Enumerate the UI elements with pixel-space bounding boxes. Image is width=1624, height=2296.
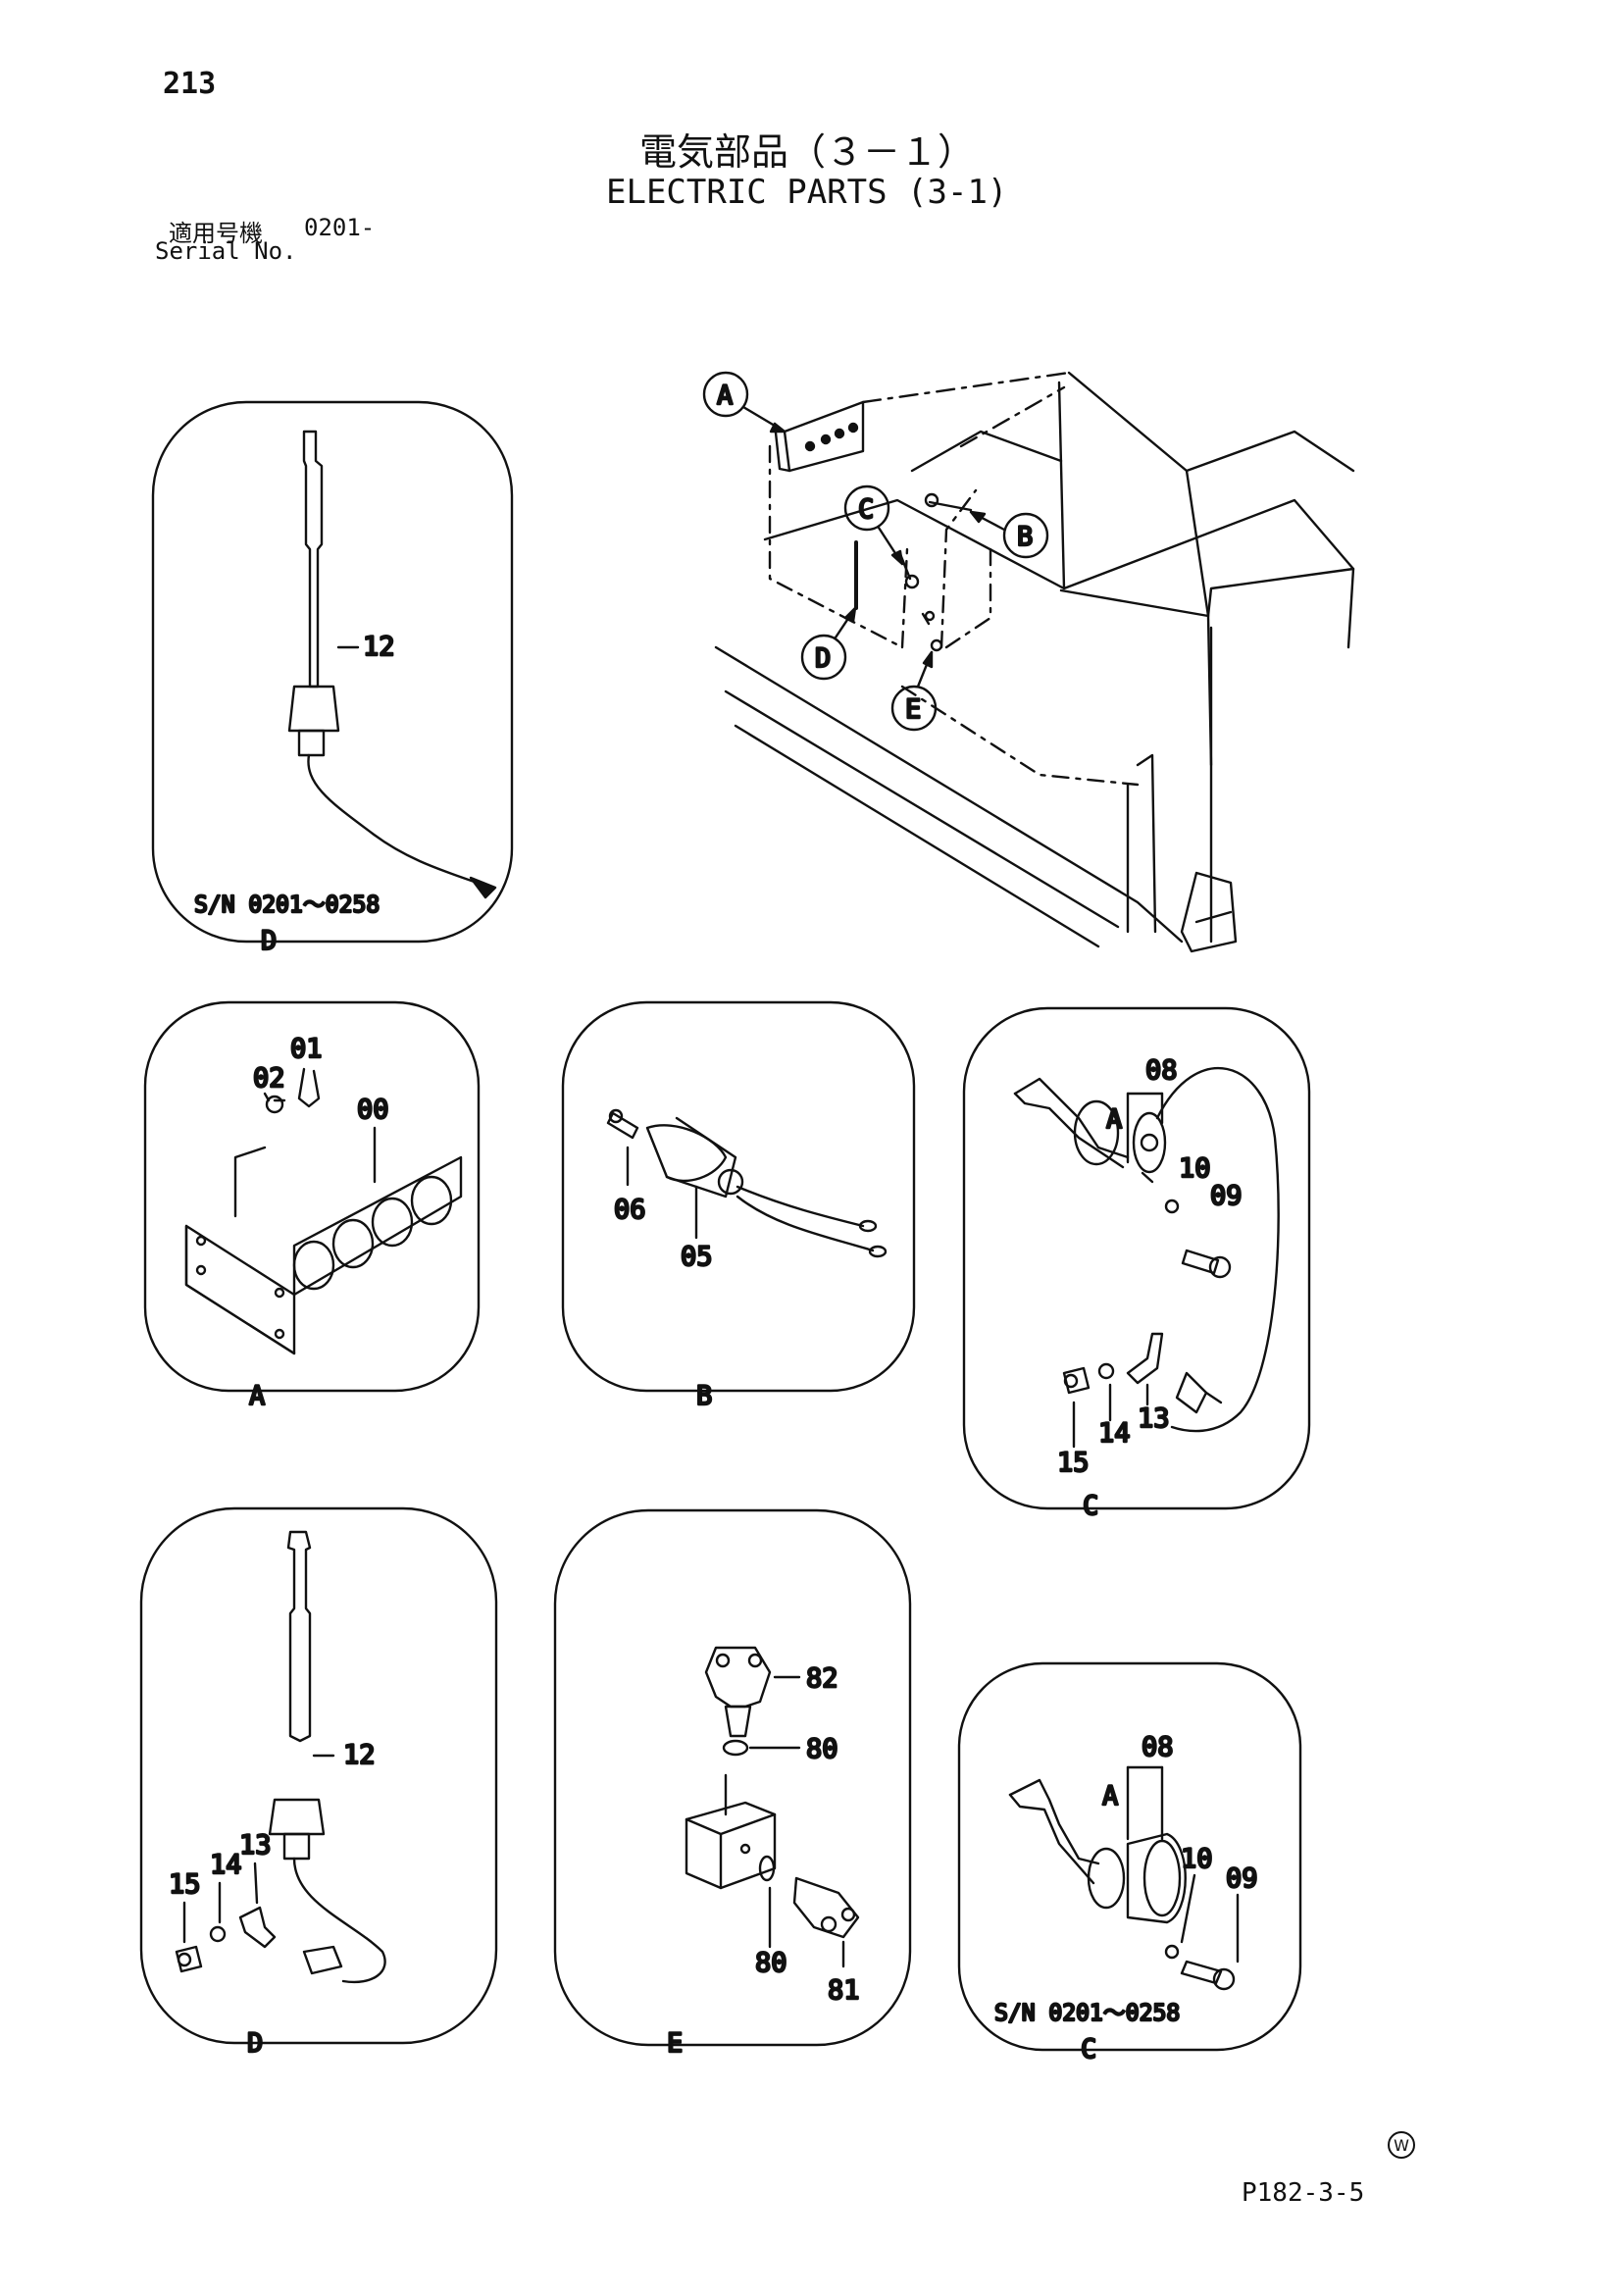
- view-label: D: [261, 926, 277, 956]
- part-number: 05: [681, 1242, 713, 1272]
- part-number: 12: [363, 632, 395, 662]
- view-label: A: [249, 1381, 265, 1411]
- part-number: 01: [290, 1034, 323, 1064]
- part-number: 09: [1226, 1863, 1258, 1894]
- part-number: 81: [828, 1975, 860, 2006]
- view-label: B: [696, 1381, 712, 1411]
- part-number: 80: [755, 1948, 787, 1978]
- view-label: C: [1081, 2034, 1096, 2065]
- part-number: 10: [1181, 1844, 1213, 1874]
- detail-panel-C-early: 08 A 10 09 S/N 0201～0258 C: [957, 1661, 1302, 2066]
- detail-panel-C: 08 A 10 09 13 14 15 C: [962, 1006, 1311, 1522]
- part-number: 82: [806, 1663, 838, 1694]
- svg-text:W: W: [1394, 2136, 1409, 2155]
- serial-label: Serial No.: [155, 237, 297, 265]
- part-number: 06: [614, 1195, 646, 1225]
- svg-text:B: B: [1017, 522, 1033, 552]
- part-number: 00: [357, 1095, 389, 1125]
- part-number: 13: [1138, 1403, 1170, 1434]
- page-title-japanese: 電気部品（３－１）: [639, 130, 976, 174]
- serial-range: 0201-: [304, 214, 376, 241]
- part-number: 14: [1098, 1418, 1131, 1449]
- callout-D: D: [800, 606, 857, 681]
- part-number: 80: [806, 1734, 838, 1764]
- view-label: D: [247, 2028, 263, 2059]
- callout-label: A: [717, 381, 733, 411]
- detail-panel-E: 82 80 80 81 E: [553, 1508, 912, 2060]
- svg-text:E: E: [905, 694, 921, 725]
- detail-panel-D-early: 12 S/N 0201～0258 D: [151, 400, 514, 957]
- callout-C: C: [843, 485, 904, 566]
- callout-B: B: [969, 510, 1049, 559]
- part-number: 12: [343, 1740, 376, 1770]
- overview-diagram: [714, 371, 1355, 953]
- page-title: ELECTRIC PARTS (3-1): [606, 173, 1008, 212]
- page-number: 213: [163, 67, 217, 101]
- part-number: 02: [253, 1063, 285, 1094]
- part-number: 14: [210, 1850, 242, 1880]
- svg-text:C: C: [858, 494, 874, 525]
- callout-E: E: [890, 650, 938, 732]
- part-number: 08: [1142, 1732, 1174, 1762]
- diagram-code: P182-3-5: [1242, 2178, 1365, 2208]
- serial-note: S/N 0201～0258: [194, 893, 380, 918]
- callout-A: A: [702, 371, 787, 434]
- w-stamp-icon: W: [1388, 2131, 1415, 2159]
- serial-note: S/N 0201～0258: [994, 2001, 1180, 2026]
- part-number: 08: [1145, 1055, 1178, 1086]
- part-number: 10: [1179, 1153, 1211, 1184]
- detail-panel-A: 01 02 00 A: [143, 1000, 481, 1412]
- detail-panel-B: 06 05 B: [561, 1000, 916, 1412]
- part-number: 15: [1057, 1448, 1090, 1478]
- part-number: 15: [169, 1869, 201, 1900]
- detail-panel-D: 12 13 14 15 D: [139, 1506, 498, 2060]
- serial-label-japanese: 適用号機: [169, 220, 263, 247]
- view-label: E: [667, 2028, 683, 2059]
- svg-text:D: D: [815, 643, 831, 674]
- view-label: C: [1083, 1491, 1098, 1521]
- part-number: 09: [1210, 1181, 1243, 1211]
- part-number: A: [1102, 1781, 1118, 1811]
- part-number: A: [1106, 1104, 1122, 1135]
- part-number: 13: [239, 1830, 272, 1861]
